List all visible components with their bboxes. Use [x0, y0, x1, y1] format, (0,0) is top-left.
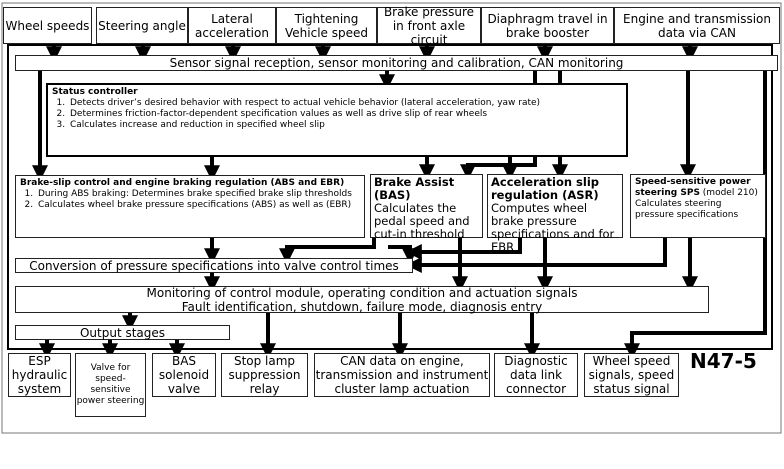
- output-stop-lamp-relay: Stop lamp suppression relay: [221, 353, 308, 397]
- power-steering-model: (model 210): [699, 188, 758, 198]
- input-steering-angle: Steering angle: [96, 7, 188, 44]
- brake-slip-title: Brake-slip control and engine braking re…: [20, 178, 345, 188]
- brake-assist-box: Brake Assist (BAS) Calculates the pedal …: [370, 174, 483, 241]
- monitoring-bar: Monitoring of control module, operating …: [15, 285, 709, 314]
- input-brake-pressure-front-axle: Brake pressure in front axle circuit: [377, 5, 481, 47]
- status-controller-list: Detects driver’s desired behavior with r…: [52, 98, 622, 131]
- input-diaphragm-travel: Diaphragm travel in brake booster: [481, 7, 614, 44]
- input-lateral-acceleration: Lateral acceleration: [188, 7, 276, 44]
- brake-slip-item: During ABS braking: Determines brake spe…: [36, 189, 360, 200]
- conversion-bar: Conversion of pressure specifications in…: [15, 258, 413, 273]
- monitoring-line-2: Fault identification, shutdown, failure …: [181, 299, 543, 314]
- acceleration-slip-box: Acceleration slip regulation (ASR) Compu…: [487, 174, 623, 254]
- status-controller-box: Status controller Detects driver’s desir…: [46, 83, 628, 157]
- output-esp-hydraulic: ESP hydraulic system: [8, 353, 71, 397]
- status-controller-item: Determines friction-factor-dependent spe…: [68, 109, 622, 120]
- output-wheel-speed-signals: Wheel speed signals, speed status signal: [584, 353, 679, 397]
- acceleration-slip-body: Computes wheel brake pressure specificat…: [491, 201, 615, 254]
- brake-assist-body: Calculates the pedal speed and cut-in th…: [374, 201, 470, 241]
- output-power-steering-valve: Valve for speed-sensitive power steering: [75, 353, 146, 417]
- power-steering-title: Speed-sensitive power steering SPS: [635, 177, 751, 198]
- status-controller-item: Detects driver’s desired behavior with r…: [68, 98, 622, 109]
- output-bas-solenoid-valve: BAS solenoid valve: [152, 353, 216, 397]
- model-label: N47-5: [690, 349, 757, 373]
- status-controller-item: Calculates increase and reduction in spe…: [68, 120, 622, 131]
- brake-slip-box: Brake-slip control and engine braking re…: [15, 175, 365, 238]
- brake-slip-item: Calculates wheel brake pressure specific…: [36, 200, 360, 211]
- output-can-data: CAN data on engine, transmission and ins…: [314, 353, 490, 397]
- output-stages-bar: Output stages: [15, 325, 230, 340]
- monitoring-line-1: Monitoring of control module, operating …: [146, 285, 578, 300]
- input-engine-transmission-can: Engine and transmission data via CAN: [614, 7, 780, 44]
- acceleration-slip-title: Acceleration slip regulation (ASR): [491, 175, 599, 202]
- power-steering-box: Speed-sensitive power steering SPS (mode…: [630, 174, 766, 238]
- status-controller-title: Status controller: [52, 87, 138, 97]
- diagram-outer-frame: [1, 2, 782, 434]
- input-tightening-vehicle-speed: Tightening Vehicle speed: [276, 7, 377, 44]
- output-diagnostic-connector: Diagnostic data link connector: [494, 353, 578, 397]
- power-steering-body: Calculates steering pressure specificati…: [635, 199, 739, 220]
- control-module-frame: [7, 44, 773, 350]
- input-wheel-speeds: Wheel speeds: [3, 7, 92, 44]
- sensor-signal-bar: Sensor signal reception, sensor monitori…: [15, 55, 778, 71]
- brake-assist-title: Brake Assist (BAS): [374, 175, 455, 202]
- brake-slip-list: During ABS braking: Determines brake spe…: [20, 189, 360, 211]
